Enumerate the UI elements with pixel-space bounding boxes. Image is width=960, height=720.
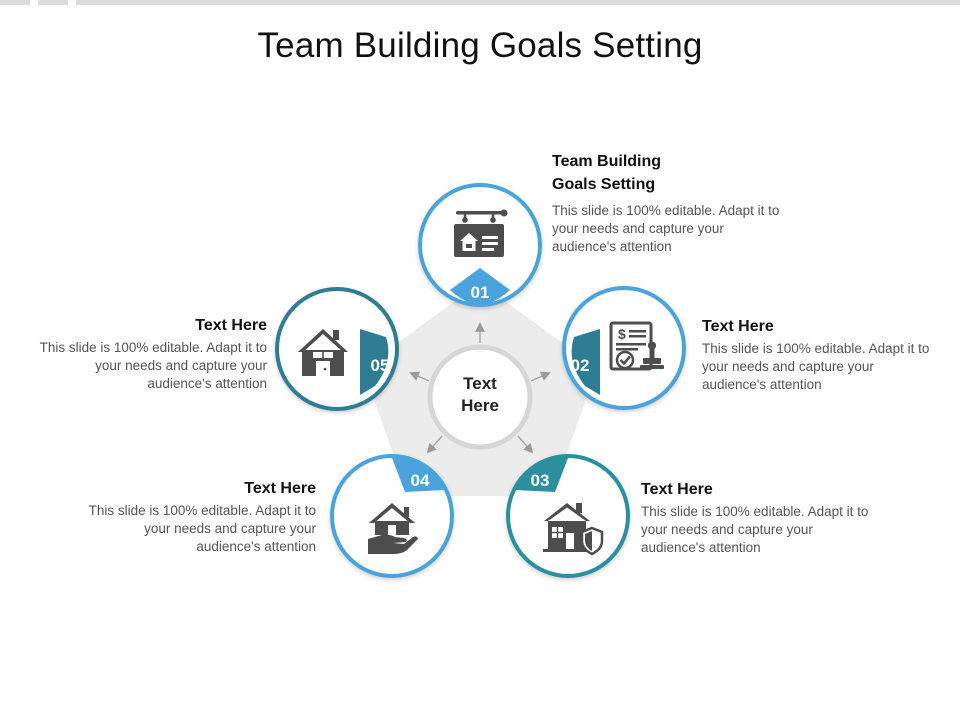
svg-text:$: $ [618,326,626,342]
step-3-tab [515,458,568,492]
step-1-heading-line-2: Goals Setting [552,176,656,193]
step-1-heading-line-1: Team Building [552,153,662,170]
center-label-line-1: Text [463,374,497,393]
step-5-heading: Text Here [195,317,267,334]
step-3-description: This slide is 100% editable. Adapt it to… [641,504,869,555]
house-icon [298,329,348,376]
step-5-number: 05 [371,356,390,375]
house-shield-icon [543,503,604,556]
center-hub [427,344,533,450]
step-3-text: Text Here This slide is 100% editable. A… [641,478,869,557]
top-bar-segment-3 [76,0,960,5]
top-bar-segment-1 [0,0,30,5]
step-3-heading: Text Here [641,481,713,498]
step-4-description: This slide is 100% editable. Adapt it to… [88,503,316,554]
signboard-house-icon [454,209,508,257]
step-2-heading: Text Here [702,318,774,335]
center-label-line-2: Here [461,396,499,415]
step-1-heading: Team Building Goals Setting [552,150,780,196]
step-4-tab [392,458,445,492]
step-5-description: This slide is 100% editable. Adapt it to… [39,340,267,391]
step-4: 04 [330,454,454,578]
hub-arrows [409,322,551,454]
step-1-tab [450,268,510,305]
step-1: 01 [418,183,542,307]
step-2-tab [571,329,600,395]
hand-house-icon [368,503,418,554]
step-3-number: 03 [531,471,550,490]
arrow-to-step-5 [409,371,430,382]
step-4-heading: Text Here [244,480,316,497]
step-3: 03 [506,454,630,578]
step-1-description: This slide is 100% editable. Adapt it to… [552,203,780,254]
step-4-text: Text Here This slide is 100% editable. A… [88,477,316,556]
arrow-to-step-3 [517,435,534,454]
step-4-number: 04 [411,471,430,490]
step-1-text: Team Building Goals Setting This slide i… [552,150,780,256]
step-5: 05 [275,287,399,411]
top-bar-segment-2 [38,0,68,5]
arrow-to-step-4 [426,435,443,454]
arrow-to-step-2 [530,371,551,382]
step-5-text: Text Here This slide is 100% editable. A… [39,314,267,393]
step-2-description: This slide is 100% editable. Adapt it to… [702,341,930,392]
step-2-number: 02 [571,356,590,375]
step-2-text: Text Here This slide is 100% editable. A… [702,315,930,394]
step-2: 02 $ [562,286,686,410]
step-5-tab [360,329,389,395]
step-1-number: 01 [471,283,490,302]
page-title: Team Building Goals Setting [257,26,703,65]
contract-stamp-icon: $ [609,321,664,371]
center-label: Text Here [430,373,530,417]
